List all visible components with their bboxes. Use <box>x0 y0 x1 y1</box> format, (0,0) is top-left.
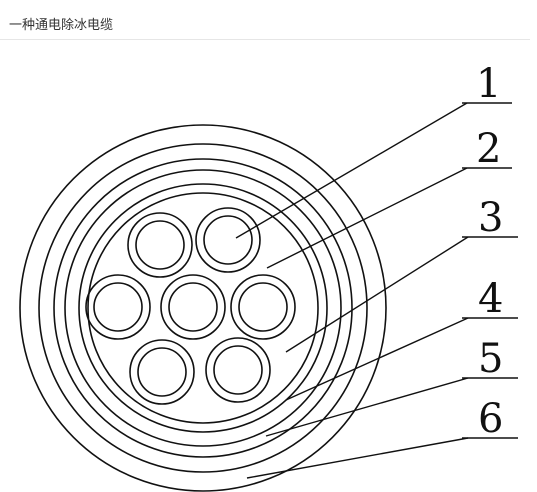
conductor-strand-outer-2 <box>195 207 261 273</box>
leader-line-6 <box>246 437 469 479</box>
conductor-strand-core-4 <box>168 282 218 332</box>
conductor-strand-outer-7 <box>205 337 271 403</box>
layer-6-outer-ring <box>19 124 387 492</box>
label-3: 3 <box>478 195 503 241</box>
conductor-strand-core-6 <box>137 347 187 397</box>
layer-4-outer-ring <box>53 158 353 458</box>
layer-3-ring <box>78 183 328 433</box>
layer-4-inner-ring <box>64 169 342 447</box>
leader-line-5 <box>265 377 469 437</box>
conductor-strand-outer-3 <box>85 274 151 340</box>
leader-line-3 <box>285 236 469 353</box>
conductor-strand-core-3 <box>93 282 143 332</box>
page-header: 一种通电除冰电缆 <box>0 0 530 40</box>
conductor-strand-core-7 <box>213 345 263 395</box>
layer-5-ring <box>38 143 368 473</box>
conductor-strand-core-2 <box>203 215 253 265</box>
label-4: 4 <box>478 276 503 322</box>
conductor-strand-outer-6 <box>129 339 195 405</box>
conductor-strand-core-1 <box>135 220 185 270</box>
conductor-strand-outer-4 <box>160 274 226 340</box>
conductor-strand-outer-1 <box>127 212 193 278</box>
label-2: 2 <box>476 126 501 172</box>
conductor-strand-core-5 <box>238 282 288 332</box>
conductor-strand-outer-5 <box>230 274 296 340</box>
page-title: 一种通电除冰电缆 <box>9 18 114 33</box>
leader-line-2 <box>266 167 468 269</box>
layer-3-inner-ring <box>87 192 319 424</box>
label-6: 6 <box>478 396 503 442</box>
label-1: 1 <box>476 61 501 107</box>
leader-line-1 <box>235 102 468 239</box>
leader-line-4 <box>285 317 469 401</box>
label-5: 5 <box>478 336 503 382</box>
